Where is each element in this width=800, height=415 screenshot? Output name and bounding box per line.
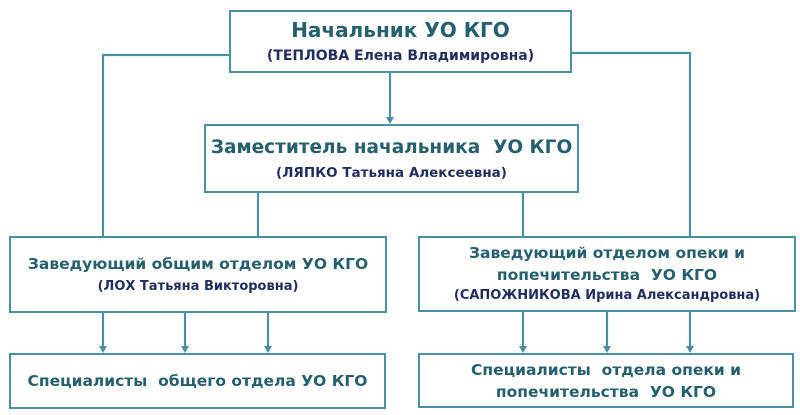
- node-deputy-name: (ЛЯПКО Татьяна Алексеевна): [276, 164, 507, 181]
- arrow-head-icon: [181, 346, 189, 353]
- node-head: Начальник УО КГО (ТЕПЛОВА Елена Владимир…: [229, 10, 572, 73]
- node-guardianship-dept-head-title-line2: попечительства УО КГО: [496, 266, 718, 284]
- node-guardianship-specialists-title-line2: попечительства УО КГО: [495, 382, 717, 401]
- arrow-head-icon: [519, 346, 527, 353]
- arrow-head-icon: [386, 117, 394, 124]
- node-guardianship-dept-head-title-line1: Заведующий отделом опеки и: [469, 244, 745, 262]
- node-deputy: Заместитель начальника УО КГО (ЛЯПКО Тат…: [204, 124, 579, 193]
- arrow-head-icon: [99, 346, 107, 353]
- node-guardianship-specialists-title-line1: Специалисты отдела опеки и: [471, 360, 741, 379]
- node-deputy-title: Заместитель начальника УО КГО: [210, 136, 573, 158]
- arrow-head-icon: [603, 346, 611, 353]
- node-general-dept-specialists-title: Специалисты общего отдела УО КГО: [27, 372, 368, 390]
- node-general-dept-head-title: Заведующий общим отделом УО КГО: [27, 254, 369, 273]
- edge-head-guardianship-dept: [571, 51, 692, 237]
- node-guardianship-dept-head: Заведующий отделом опеки и попечительств…: [418, 236, 796, 312]
- node-head-name: (ТЕПЛОВА Елена Владимировна): [266, 48, 535, 64]
- arrow-head-icon: [264, 346, 272, 353]
- node-guardianship-specialists: Специалисты отдела опеки и попечительств…: [418, 353, 794, 408]
- node-general-dept-specialists: Специалисты общего отдела УО КГО: [9, 353, 386, 409]
- node-general-dept-head-name: (ЛОХ Татьяна Викторовна): [97, 278, 299, 294]
- node-guardianship-dept-head-name: (САПОЖНИКОВА Ирина Александровна): [453, 288, 761, 303]
- node-general-dept-head: Заведующий общим отделом УО КГО (ЛОХ Тат…: [9, 236, 387, 313]
- edge-head-general-dept: [101, 53, 229, 237]
- arrow-head-icon: [686, 346, 694, 353]
- node-head-title: Начальник УО КГО: [291, 18, 510, 42]
